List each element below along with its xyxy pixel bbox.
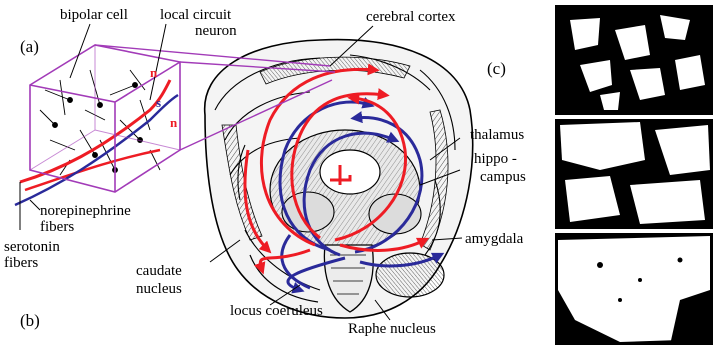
label-raphe-nucleus: Raphe nucleus bbox=[348, 322, 436, 337]
label-local-circuit-line1: local circuit bbox=[160, 8, 231, 23]
label-serotonin-line1: serotonin bbox=[4, 240, 60, 255]
label-local-circuit-line2: neuron bbox=[195, 24, 237, 39]
panel-label-b: (b) bbox=[20, 312, 40, 329]
label-caudate-line1: caudate bbox=[136, 264, 182, 279]
cube-letter-n-bottom: n bbox=[170, 116, 177, 129]
label-caudate-line2: nucleus bbox=[136, 282, 182, 297]
label-amygdala: amygdala bbox=[465, 232, 523, 247]
label-bipolar-cell: bipolar cell bbox=[60, 8, 128, 23]
panel-label-a: (a) bbox=[20, 38, 39, 55]
panel-c-image-stack bbox=[555, 5, 713, 345]
label-serotonin-line2: fibers bbox=[4, 256, 38, 271]
label-hippocampus-line1: hippo - bbox=[474, 152, 517, 167]
label-cerebral-cortex: cerebral cortex bbox=[366, 10, 456, 25]
cube-letter-n-top: n bbox=[150, 66, 157, 79]
label-hippocampus-line2: campus bbox=[480, 170, 526, 185]
label-thalamus: thalamus bbox=[470, 128, 524, 143]
cube-letter-s: s bbox=[156, 96, 161, 109]
label-locus-coeruleus: locus coeruleus bbox=[230, 304, 323, 319]
label-norepinephrine-line1: norepinephrine bbox=[40, 204, 131, 219]
label-norepinephrine-line2: fibers bbox=[40, 220, 74, 235]
panel-label-c: (c) bbox=[487, 60, 506, 77]
